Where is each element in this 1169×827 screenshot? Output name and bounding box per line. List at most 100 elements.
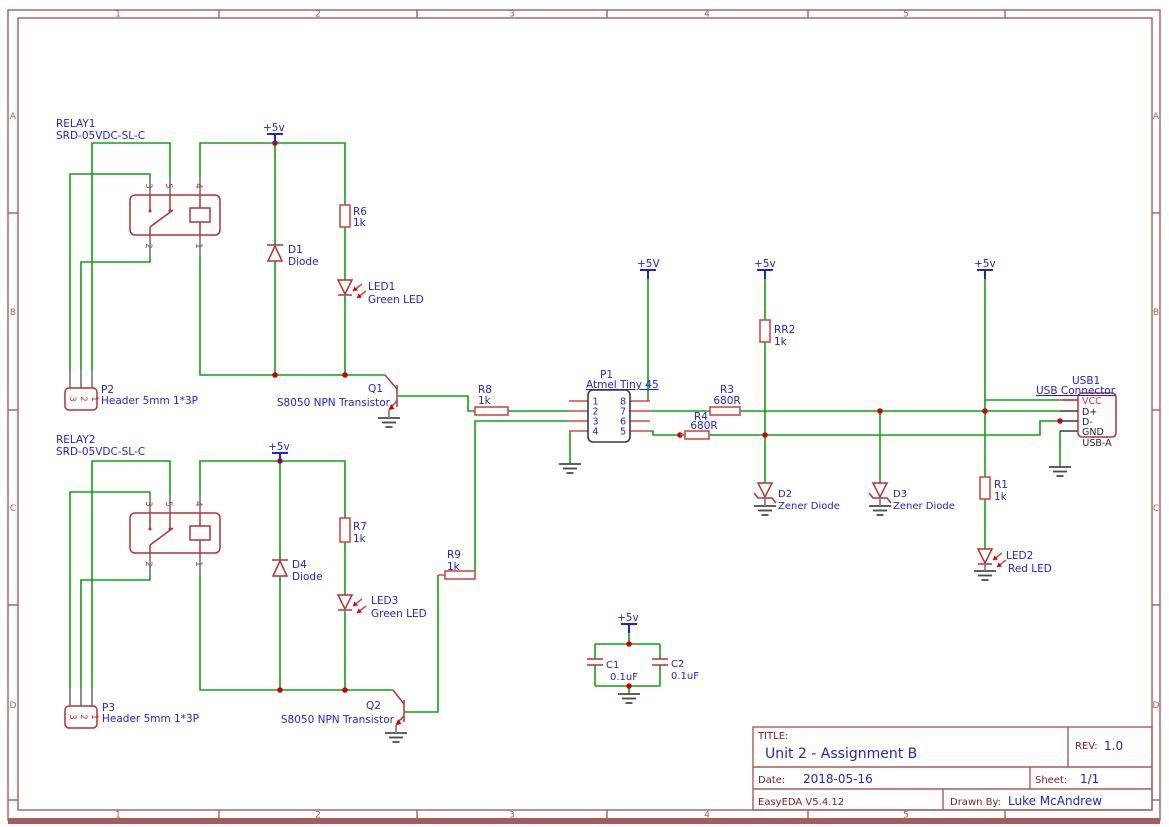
r8-body[interactable] — [474, 406, 509, 416]
component-r6[interactable]: R6 1k — [339, 204, 367, 229]
d2-triangle-icon[interactable] — [756, 482, 774, 499]
rr2-ref[interactable]: RR2 — [774, 324, 795, 336]
component-c2[interactable]: C2 0.1uF — [652, 658, 699, 682]
d3-ref[interactable]: D3 — [893, 489, 907, 500]
p2-body[interactable] — [64, 387, 98, 411]
r4-value[interactable]: 680R — [690, 420, 717, 432]
component-d2[interactable]: D2 Zener Diode — [753, 482, 840, 512]
relay1-ref[interactable]: RELAY1 — [56, 118, 95, 130]
component-led3[interactable]: LED3 Green LED — [336, 594, 427, 620]
ground-symbol[interactable] — [384, 732, 408, 743]
r1-ref[interactable]: R1 — [994, 479, 1008, 491]
drawn-by-value[interactable]: Luke McAndrew — [1008, 794, 1102, 808]
ground-symbol[interactable] — [753, 505, 777, 516]
wire[interactable] — [404, 575, 439, 713]
c1-value[interactable]: 0.1uF — [610, 672, 638, 683]
power-label[interactable]: +5v — [754, 258, 776, 270]
component-d1[interactable]: D1 Diode — [266, 244, 319, 268]
power-label[interactable]: +5v — [268, 441, 290, 453]
power-flag-usb[interactable]: +5v — [974, 258, 996, 280]
wire[interactable] — [199, 460, 346, 518]
d3-value[interactable]: Zener Diode — [893, 501, 955, 512]
r6-ref[interactable]: R6 — [353, 206, 367, 218]
relay2-body[interactable] — [129, 512, 221, 554]
relay1-value[interactable]: SRD-05VDC-SL-C — [56, 130, 145, 142]
led3-triangle-icon[interactable] — [336, 594, 354, 611]
power-flag-relay1[interactable]: +5v — [263, 122, 285, 144]
component-relay2[interactable]: 3 5 4 2 1 RELAY2 SRD-05VDC-SL-C — [56, 434, 221, 575]
r3-body[interactable] — [709, 406, 741, 416]
power-label[interactable]: +5V — [637, 258, 660, 270]
component-r7[interactable]: R7 1k — [339, 517, 367, 545]
component-led2[interactable]: LED2 Red LED — [976, 548, 1052, 575]
component-r8[interactable]: R8 1k — [474, 384, 509, 416]
component-r1[interactable]: R1 1k — [979, 476, 1008, 503]
component-relay1[interactable]: 3 5 4 2 1 RELAY1 SRD-05VDC-SL-C — [56, 118, 221, 257]
c2-value[interactable]: 0.1uF — [671, 671, 699, 682]
ground-symbol[interactable] — [377, 417, 401, 428]
q1-ref[interactable]: Q1 — [368, 383, 383, 395]
r9-body[interactable] — [444, 570, 476, 580]
r8-value[interactable]: 1k — [478, 395, 492, 407]
power-label[interactable]: +5v — [617, 612, 639, 624]
p1-body[interactable] — [587, 389, 631, 443]
wire[interactable] — [398, 395, 475, 412]
d2-value[interactable]: Zener Diode — [778, 501, 840, 512]
c2-ref[interactable]: C2 — [671, 659, 684, 670]
r7-ref[interactable]: R7 — [353, 521, 367, 533]
ground-symbol[interactable] — [558, 463, 582, 474]
component-p1[interactable]: 1 2 3 4 8 7 6 5 P1 Atmel Tiny 45 — [569, 369, 659, 443]
led3-value[interactable]: Green LED — [371, 608, 427, 620]
component-led1[interactable]: LED1 Green LED — [336, 279, 424, 306]
wire[interactable] — [199, 257, 385, 376]
c1-ref[interactable]: C1 — [606, 660, 619, 671]
d4-value[interactable]: Diode — [292, 571, 323, 583]
q2-value[interactable]: S8050 NPN Transistor — [281, 714, 395, 726]
wire[interactable] — [474, 420, 569, 571]
sheet-title[interactable]: Unit 2 - Assignment B — [765, 746, 917, 762]
r6-body[interactable] — [339, 204, 351, 228]
p1-ref[interactable]: P1 — [600, 369, 613, 381]
r1-value[interactable]: 1k — [994, 491, 1008, 503]
wire[interactable] — [91, 142, 171, 370]
component-d4[interactable]: D4 Diode — [271, 559, 323, 583]
wire[interactable] — [69, 173, 151, 370]
led1-value[interactable]: Green LED — [368, 294, 424, 306]
r3-ref[interactable]: R3 — [720, 384, 734, 396]
component-r4[interactable]: R4 680R — [680, 411, 718, 440]
component-c1[interactable]: C1 0.1uF — [587, 658, 638, 683]
r7-body[interactable] — [339, 517, 351, 543]
sheet-value[interactable]: 1/1 — [1080, 772, 1099, 786]
component-usb1[interactable]: VCC D+ D- GND USB-A USB1 USB Connector — [1036, 375, 1117, 449]
power-flag-pullup[interactable]: +5v — [754, 258, 776, 280]
wire[interactable] — [984, 279, 1062, 401]
r6-value[interactable]: 1k — [353, 217, 367, 229]
relay1-body[interactable] — [129, 194, 221, 236]
led3-ref[interactable]: LED3 — [371, 595, 398, 607]
q2-ref[interactable]: Q2 — [366, 700, 381, 712]
component-q2[interactable]: Q2 S8050 NPN Transistor — [281, 689, 405, 733]
relay2-ref[interactable]: RELAY2 — [56, 434, 95, 446]
relay2-value[interactable]: SRD-05VDC-SL-C — [56, 446, 145, 458]
p3-ref[interactable]: P3 — [102, 702, 115, 714]
wire[interactable] — [650, 430, 680, 436]
r8-ref[interactable]: R8 — [478, 384, 492, 396]
d3-triangle-icon[interactable] — [871, 482, 889, 499]
d4-ref[interactable]: D4 — [292, 559, 307, 571]
component-r9[interactable]: R9 1k — [438, 549, 476, 580]
d1-ref[interactable]: D1 — [288, 244, 303, 256]
component-rr2[interactable]: RR2 1k — [759, 319, 795, 348]
led2-value[interactable]: Red LED — [1008, 563, 1052, 575]
p2-ref[interactable]: P2 — [101, 384, 114, 396]
power-flag-caps[interactable]: +5v — [617, 612, 639, 634]
d1-value[interactable]: Diode — [288, 256, 319, 268]
p3-body[interactable] — [64, 705, 98, 729]
r7-value[interactable]: 1k — [353, 533, 367, 545]
led2-triangle-icon[interactable] — [976, 548, 994, 565]
component-d3[interactable]: D3 Zener Diode — [868, 482, 955, 512]
wire[interactable] — [199, 142, 346, 205]
power-label[interactable]: +5v — [263, 122, 285, 134]
r9-value[interactable]: 1k — [447, 561, 461, 573]
led2-ref[interactable]: LED2 — [1006, 550, 1033, 562]
